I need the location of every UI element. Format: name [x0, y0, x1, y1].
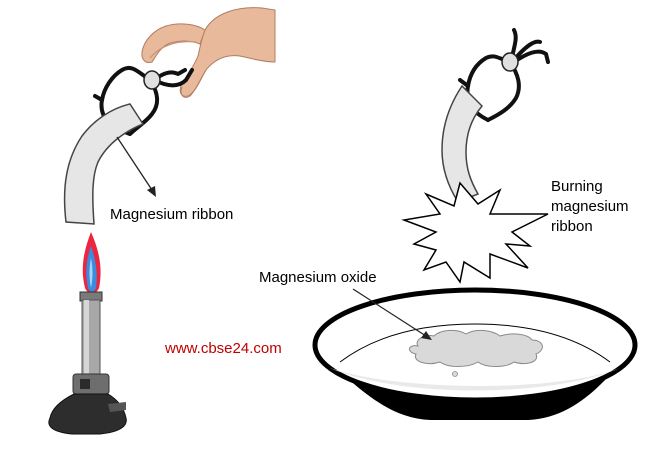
label-burning-magnesium-ribbon: Burning magnesium ribbon — [551, 177, 629, 237]
burner-gas-inlet — [108, 402, 126, 412]
tongs-right-pivot — [501, 52, 519, 72]
burning-burst — [401, 181, 549, 284]
label-magnesium-oxide: Magnesium oxide — [259, 269, 377, 286]
dish-inner-line — [339, 323, 611, 363]
flame — [82, 232, 101, 294]
label-burning-line-2: magnesium — [551, 198, 629, 215]
hand — [141, 7, 276, 98]
ribbon-pointer-arrow — [116, 136, 156, 197]
label-burning-line-1: Burning — [551, 178, 603, 195]
magnesium-ribbon-left — [63, 103, 145, 225]
dish-inner-shadow — [330, 368, 620, 391]
burner-air-collar — [72, 373, 110, 395]
hand-index-finger — [141, 23, 206, 63]
magnesium-oxide-powder — [409, 329, 543, 367]
label-magnesium-ribbon: Magnesium ribbon — [110, 206, 234, 223]
tongs-left-pivot — [143, 70, 161, 90]
hand-thumb — [180, 69, 207, 98]
watermark-url: www.cbse24.com — [165, 340, 282, 357]
hand-palm — [179, 7, 276, 97]
oxide-pointer-arrow — [352, 288, 432, 340]
burner-base — [48, 393, 127, 435]
label-burning-line-3: ribbon — [551, 218, 593, 235]
bunsen-burner — [48, 291, 127, 435]
hand-finger-shadow — [149, 41, 197, 59]
